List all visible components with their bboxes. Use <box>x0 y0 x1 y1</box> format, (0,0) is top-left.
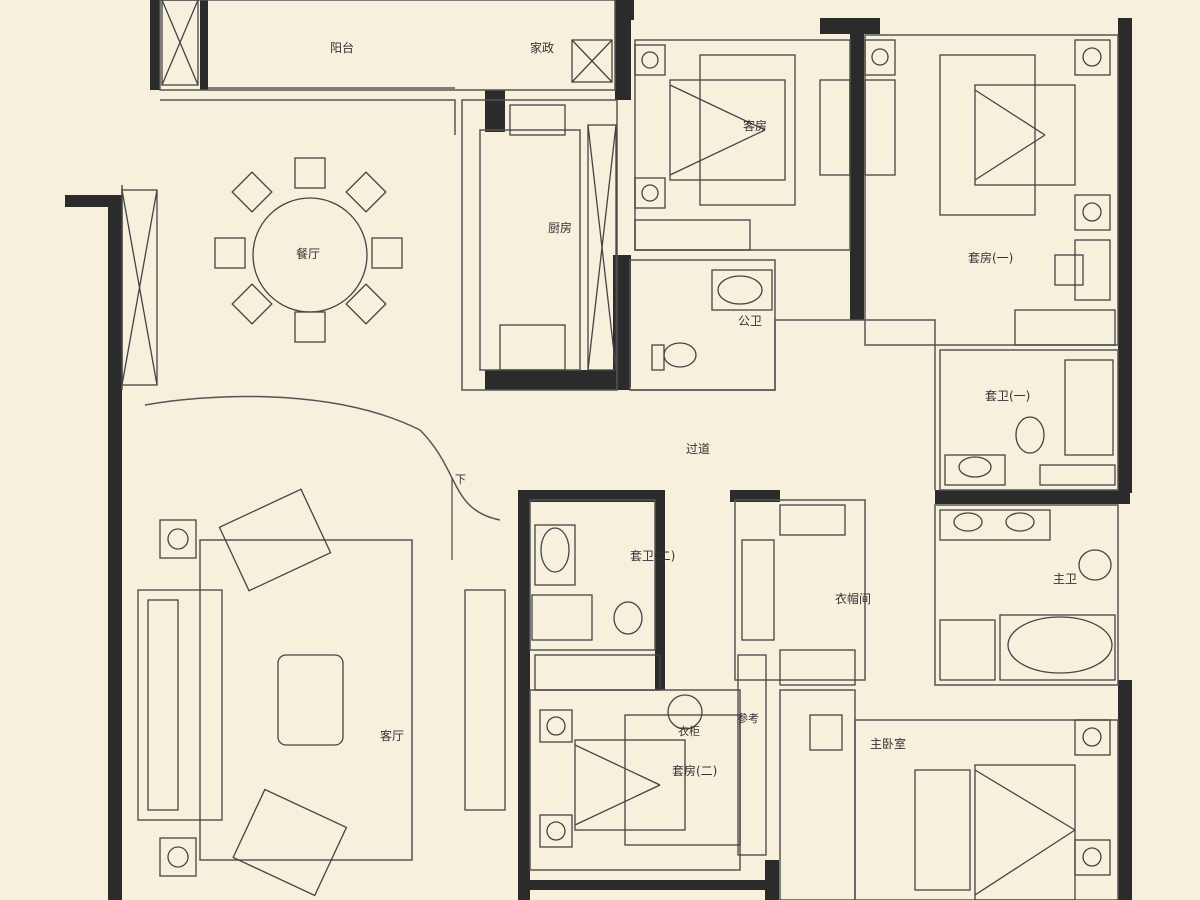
wardrobe-note-b: 参考 <box>737 711 759 725</box>
public-bath-sink <box>717 275 763 305</box>
label-public-bath: 公卫 <box>738 314 762 328</box>
label-corridor: 过道 <box>686 442 710 456</box>
curved-wall <box>144 395 501 521</box>
label-living: 客厅 <box>380 728 404 743</box>
suite2-bed <box>539 694 741 848</box>
stair-down-note: 下 <box>455 473 466 486</box>
tv-cabinet <box>464 589 506 811</box>
cloakroom-rack-bottom <box>779 649 856 686</box>
suite1-bathtub <box>1064 359 1114 456</box>
suite1-wardrobe <box>1014 309 1116 346</box>
guest-wardrobe <box>634 219 751 251</box>
kitchen-sink <box>509 104 566 136</box>
label-cloakroom: 衣帽间 <box>835 591 871 606</box>
label-dining: 餐厅 <box>296 246 320 261</box>
label-balcony: 阳台 <box>330 40 354 55</box>
label-kitchen: 厨房 <box>548 220 572 235</box>
cloakroom-rack-left <box>741 539 775 641</box>
suite1-toilet <box>1015 416 1045 454</box>
guest-bed <box>634 44 796 209</box>
master-bathtub <box>1007 616 1113 674</box>
dining-table-set <box>214 157 403 343</box>
label-suite-1: 套房(一) <box>968 250 1013 265</box>
plan-notes: 下 衣柜 参考 <box>455 473 759 738</box>
label-suite-2: 套房(二) <box>672 763 717 778</box>
master-bed <box>809 714 1111 900</box>
label-housekeeping: 家政 <box>530 40 554 55</box>
walls <box>65 0 1132 900</box>
utility-sink <box>571 39 613 83</box>
label-suite-bath-2: 套卫(二) <box>630 549 675 563</box>
dining-cabinet <box>121 189 158 386</box>
suite2-wardrobe <box>737 654 767 856</box>
master-toilet <box>1078 549 1112 581</box>
cloakroom-rack-top <box>779 504 846 536</box>
label-master-bedroom: 主卧室 <box>870 736 906 751</box>
suite1-bed <box>864 39 1111 231</box>
suite2-toilet <box>613 601 643 635</box>
room-labels: 阳台 家政 客房 套房(一) 餐厅 厨房 公卫 套卫(一) 过道 套卫(二) 衣… <box>296 40 1077 778</box>
label-guest-room: 客房 <box>743 118 767 133</box>
suite1-desk <box>1074 239 1111 301</box>
label-suite-bath-1: 套卫(一) <box>985 389 1030 403</box>
suite2-bath-sink <box>540 527 570 573</box>
wardrobe-note-a: 衣柜 <box>678 724 700 738</box>
label-master-bath: 主卫 <box>1053 572 1077 586</box>
balcony-storage <box>161 0 199 86</box>
fixtures <box>121 0 1116 900</box>
living-sofa-set <box>137 488 348 897</box>
